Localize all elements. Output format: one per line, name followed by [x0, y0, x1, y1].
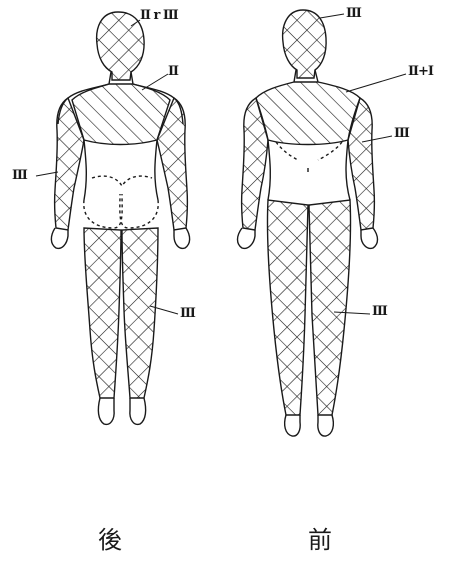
front-view-figure [238, 10, 407, 436]
front-left-foot [285, 415, 301, 436]
front-arm-label: Ⅲ [394, 126, 409, 141]
back-upper-hatch [72, 84, 170, 145]
back-legs-label: Ⅲ [180, 306, 195, 321]
back-view-caption: 後 [98, 520, 122, 555]
front-right-leg [309, 200, 351, 415]
back-left-foot [98, 398, 114, 424]
front-right-hand [361, 228, 378, 248]
front-head-label: Ⅲ [346, 6, 361, 21]
front-view-caption: 前 [308, 520, 332, 555]
front-right-foot [318, 415, 334, 436]
front-left-hand [238, 228, 256, 248]
back-arm-label: Ⅲ [12, 168, 27, 183]
front-legs-label: Ⅲ [372, 304, 387, 319]
front-head [283, 10, 326, 78]
back-right-hand [174, 228, 190, 248]
back-buttocks [84, 176, 158, 228]
front-torso [268, 140, 350, 200]
back-right-leg [122, 228, 158, 398]
front-left-leg [267, 200, 308, 415]
front-chest-label: Ⅱ+Ⅰ [408, 64, 433, 79]
back-left-hand [51, 228, 68, 248]
back-head-label: Ⅱ r Ⅲ [140, 8, 178, 23]
back-left-leg [84, 228, 121, 398]
back-upper-back-label: Ⅱ [168, 64, 178, 79]
back-view-figure [36, 12, 190, 424]
front-chest-hatch [256, 82, 360, 145]
back-right-foot [130, 398, 146, 424]
